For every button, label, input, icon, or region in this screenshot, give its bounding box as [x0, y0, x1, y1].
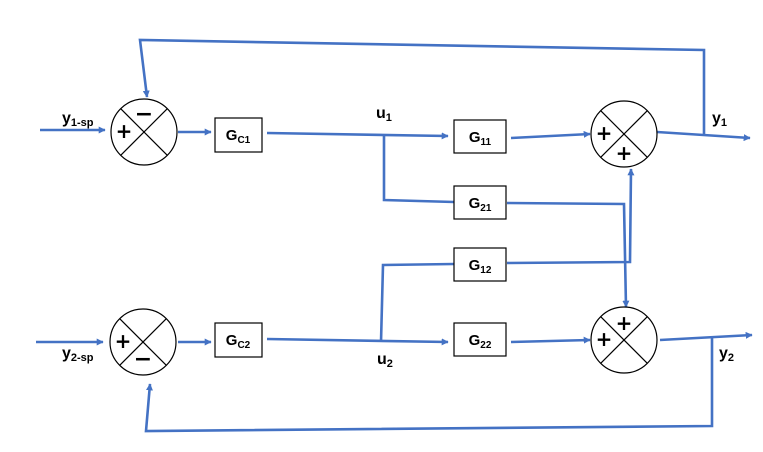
- summer-1-top-sign: −: [135, 102, 153, 127]
- block-g12: G12: [453, 247, 507, 282]
- label-y1-main: y: [712, 110, 721, 127]
- wire-g11-to-s3: [510, 130, 591, 140]
- wire-gc2-to-g22: [266, 337, 449, 346]
- label-y1-sp-main: y: [62, 110, 71, 127]
- wire-y2-feedback: [144, 337, 714, 433]
- wire-g22-to-s4: [510, 336, 591, 344]
- block-gc1-sub: C1: [237, 135, 250, 146]
- block-g12-sub: 12: [480, 265, 492, 276]
- label-y1: y1: [712, 110, 727, 129]
- wire-u2-to-g12: [379, 262, 455, 343]
- label-u2-sub: 2: [387, 358, 393, 370]
- block-g11-sub: 11: [481, 137, 492, 148]
- label-y2-sp-sub: 2-sp: [71, 352, 94, 364]
- wire-g21-to-s4: [506, 201, 630, 308]
- block-gc2-sub: C2: [237, 340, 250, 351]
- label-y1-sp-sub: 1-sp: [71, 117, 94, 129]
- block-g22-main: G: [469, 332, 481, 349]
- label-u2: u2: [377, 351, 393, 370]
- label-y2-sp-main: y: [62, 345, 71, 362]
- svg-text:GC1: GC1: [226, 127, 251, 146]
- wire-y1-feedback: [138, 38, 706, 136]
- summer-2: + −: [109, 308, 177, 376]
- svg-text:G11: G11: [469, 129, 492, 148]
- svg-text:G21: G21: [469, 195, 492, 214]
- label-y1-sp: y1-sp: [62, 110, 94, 129]
- block-g22-sub: 22: [480, 340, 492, 351]
- label-u2-main: u: [377, 351, 387, 368]
- summer-3: + +: [590, 100, 658, 168]
- summer-1-left-sign: +: [116, 119, 133, 143]
- block-gc1: GC1: [214, 117, 263, 153]
- block-g21: G21: [453, 185, 507, 220]
- summer-2-bottom-sign: −: [134, 347, 152, 372]
- block-g21-sub: 21: [480, 203, 492, 214]
- label-y2-main: y: [719, 345, 728, 362]
- svg-text:G22: G22: [469, 332, 492, 351]
- summer-2-left-sign: +: [115, 329, 132, 353]
- wire-u1-to-g21: [382, 136, 455, 204]
- label-u1-main: u: [376, 105, 386, 122]
- block-g22: G22: [453, 322, 507, 357]
- block-gc1-main: G: [226, 127, 238, 144]
- summer-3-left-sign: +: [596, 121, 613, 145]
- label-u1: u1: [376, 105, 392, 124]
- block-g12-main: G: [469, 257, 481, 274]
- signal-wires: [36, 38, 753, 433]
- svg-text:G12: G12: [469, 257, 492, 276]
- label-y1-sub: 1: [721, 117, 727, 129]
- wire-s4-to-y2: [659, 331, 753, 342]
- svg-text:GC2: GC2: [226, 332, 251, 351]
- label-u1-sub: 1: [386, 112, 392, 124]
- block-gc2-main: G: [226, 332, 238, 349]
- block-g11-main: G: [469, 129, 481, 146]
- block-g11: G11: [453, 119, 507, 154]
- wire-gc1-to-g11: [266, 131, 449, 140]
- summer-4: + +: [590, 306, 658, 374]
- summer-3-bottom-sign: +: [616, 141, 633, 165]
- wire-g12-to-s3: [506, 168, 635, 265]
- label-y2-sp: y2-sp: [62, 345, 94, 364]
- summer-4-left-sign: +: [596, 327, 613, 351]
- label-y2-sub: 2: [728, 352, 734, 364]
- block-g21-main: G: [469, 195, 481, 212]
- summer-4-top-sign: +: [616, 311, 633, 335]
- summer-1: + −: [110, 98, 178, 166]
- label-y2: y2: [719, 345, 734, 364]
- block-gc2: GC2: [214, 322, 263, 358]
